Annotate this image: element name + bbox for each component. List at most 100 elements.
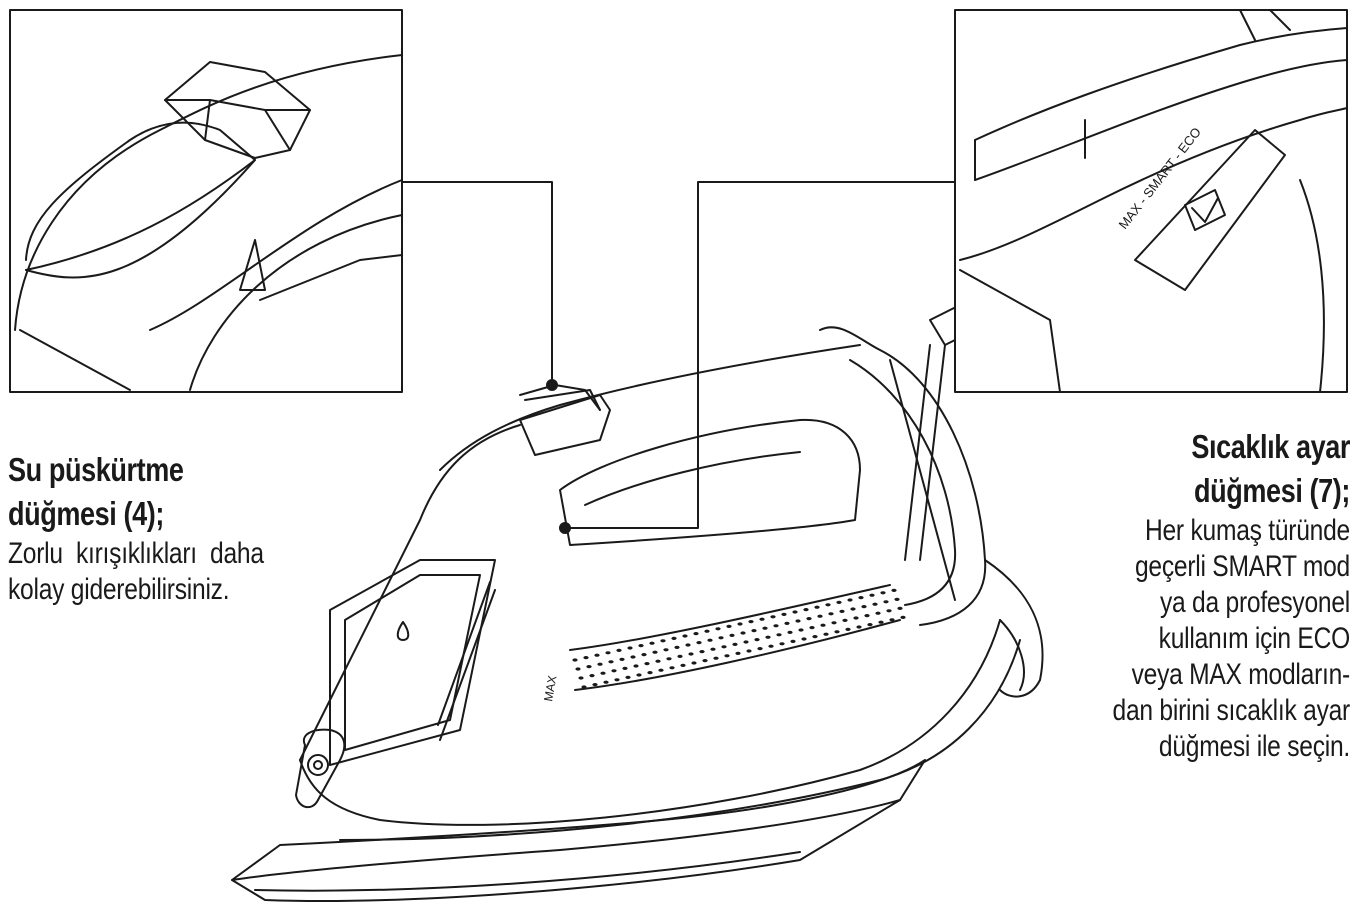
steam-hole	[872, 602, 878, 606]
steam-hole	[867, 623, 873, 627]
steam-hole	[680, 663, 686, 668]
steam-hole	[768, 644, 774, 648]
spray-button-title: Su püskürtme düğmesi (4);	[8, 448, 352, 536]
steam-hole	[696, 641, 702, 645]
steam-hole	[633, 664, 639, 668]
steam-hole	[817, 614, 823, 618]
steam-hole	[795, 619, 801, 623]
steam-hole	[614, 678, 620, 682]
steam-hole	[754, 638, 760, 642]
steam-hole	[682, 634, 688, 638]
temperature-dial-title: Sıcaklık ayar düğmesi (7);	[965, 425, 1350, 513]
steam-hole	[594, 653, 600, 657]
steam-hole	[649, 641, 655, 645]
steam-hole	[616, 648, 622, 653]
steam-hole	[781, 612, 787, 617]
steam-hole	[608, 660, 614, 664]
steam-hole	[636, 673, 642, 677]
steam-hole	[666, 657, 672, 661]
body-line: dan birini sıcaklık ayar	[1112, 694, 1351, 727]
steam-hole	[823, 632, 829, 636]
steam-hole	[858, 596, 864, 600]
steam-hole	[853, 616, 859, 620]
steam-hole	[792, 610, 798, 614]
steam-hole	[625, 675, 631, 680]
steam-hole	[702, 659, 708, 663]
steam-hole	[759, 617, 765, 621]
steam-hole	[842, 618, 848, 623]
body-line: Zorlu kırışıklıkları daha	[8, 537, 264, 570]
steam-hole	[828, 612, 834, 616]
steam-hole	[671, 636, 677, 641]
steam-hole	[660, 639, 666, 643]
steam-hole	[894, 597, 900, 602]
steam-hole	[693, 632, 699, 636]
steam-hole	[847, 598, 853, 602]
temperature-dial-caption: Sıcaklık ayar düğmesi (7); Her kumaş tür…	[880, 425, 1351, 765]
steam-hole	[583, 656, 589, 660]
steam-hole	[663, 648, 669, 652]
steam-hole	[685, 643, 691, 647]
steam-hole	[581, 685, 587, 689]
steam-hole	[652, 650, 658, 654]
steam-hole	[825, 603, 831, 607]
steam-hole	[641, 653, 647, 657]
steam-hole	[724, 654, 730, 658]
steam-hole	[765, 635, 771, 639]
steam-hole	[638, 644, 644, 648]
steam-hole	[710, 647, 716, 651]
steam-hole	[869, 593, 875, 597]
body-line: kullanım için ECO	[1158, 622, 1351, 655]
steam-hole	[770, 615, 776, 619]
steam-hole	[627, 646, 633, 650]
steam-hole	[732, 642, 738, 647]
steam-hole	[669, 666, 675, 670]
steam-hole	[691, 661, 697, 665]
steam-hole	[575, 667, 581, 671]
steam-hole	[740, 631, 746, 635]
title-line: düğmesi (7);	[1194, 472, 1350, 509]
steam-hole	[845, 627, 851, 632]
steam-hole	[757, 647, 763, 651]
steam-hole	[880, 591, 886, 595]
callout-lines	[401, 181, 956, 534]
steam-hole	[883, 600, 889, 604]
title-line: Sıcaklık ayar	[1191, 428, 1350, 465]
body-line: ya da profesyonel	[1159, 586, 1350, 619]
steam-hole	[809, 626, 815, 630]
steam-hole	[707, 638, 713, 642]
steam-hole	[776, 633, 782, 637]
steam-hole	[718, 636, 724, 640]
steam-hole	[644, 662, 650, 666]
steam-hole	[806, 617, 812, 621]
steam-hole	[735, 651, 741, 656]
steam-hole	[658, 668, 664, 672]
spray-button-caption: Su püskürtme düğmesi (4); Zorlu kırışıkl…	[8, 448, 428, 608]
steam-hole	[831, 621, 837, 625]
body-line: geçerli SMART mod	[1134, 550, 1350, 583]
steam-hole	[647, 671, 653, 675]
steam-hole	[864, 614, 870, 618]
steam-hole	[790, 639, 796, 644]
steam-hole	[784, 621, 790, 626]
steam-hole	[688, 652, 694, 656]
steam-hole	[600, 671, 606, 675]
body-line: kolay giderebilirsiniz.	[8, 573, 230, 606]
steam-hole	[586, 665, 592, 669]
steam-hole	[655, 659, 661, 663]
steam-hole	[611, 669, 617, 673]
steam-hole	[619, 657, 625, 662]
steam-hole	[836, 600, 842, 605]
steam-hole	[801, 637, 807, 641]
steam-hole	[850, 607, 856, 611]
steam-hole	[861, 605, 867, 609]
body-line: Her kumaş türünde	[1144, 514, 1350, 547]
steam-hole	[592, 683, 598, 687]
steam-hole	[589, 674, 595, 678]
steam-hole	[743, 640, 749, 644]
steam-hole	[751, 629, 757, 633]
steam-hole	[578, 676, 584, 680]
steam-hole	[886, 609, 892, 613]
steam-hole	[900, 615, 906, 620]
